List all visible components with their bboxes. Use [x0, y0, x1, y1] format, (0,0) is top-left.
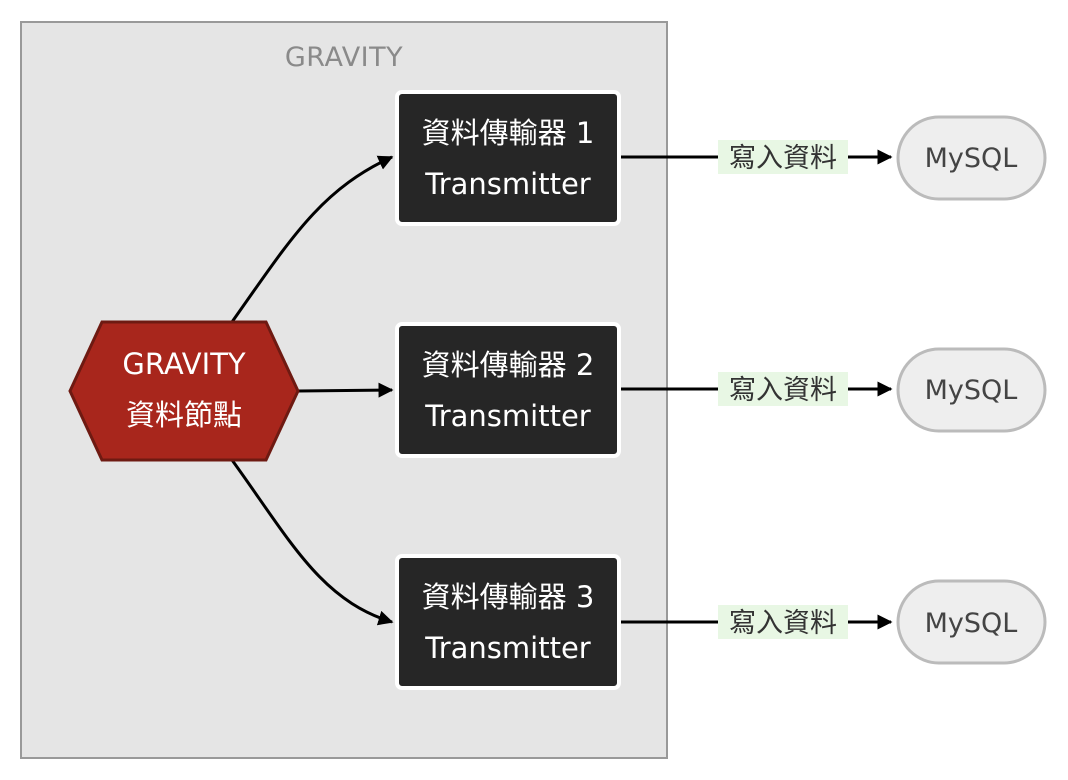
mysql-node-1[interactable]: MySQL — [896, 115, 1047, 201]
transmitter-node-2-subtitle: Transmitter — [424, 399, 591, 433]
edge-source-to-transmitter-2 — [297, 382, 394, 398]
edge-label-1: 寫入資料 — [718, 140, 848, 174]
source-node-shape — [68, 320, 300, 462]
transmitter-node-3-subtitle: Transmitter — [424, 631, 591, 665]
transmitter-node-3-box — [395, 554, 621, 690]
mysql-node-3[interactable]: MySQL — [896, 579, 1047, 665]
gravity-cluster-label: GRAVITY — [285, 42, 403, 73]
transmitter-node-1-subtitle: Transmitter — [424, 167, 591, 201]
mysql-node-2-shape — [896, 347, 1047, 433]
transmitter-node-2-title: 資料傳輸器 2 — [422, 348, 595, 382]
mysql-node-1-shape — [896, 115, 1047, 201]
mysql-node-3-shape — [896, 579, 1047, 665]
source-node-subtitle: 資料節點 — [126, 398, 242, 432]
mysql-node-2[interactable]: MySQL — [896, 347, 1047, 433]
edge-source-to-transmitter-3 — [230, 459, 394, 626]
transmitter-node-1[interactable]: 資料傳輸器 1 Transmitter — [395, 90, 621, 226]
edge-label-2-text: 寫入資料 — [729, 375, 837, 406]
mysql-node-2-label: MySQL — [925, 375, 1018, 406]
edge-label-3-bg — [718, 605, 848, 639]
source-node-title: GRAVITY — [122, 347, 246, 381]
edge-label-1-text: 寫入資料 — [729, 143, 837, 174]
source-node-gravity[interactable]: GRAVITY 資料節點 — [68, 320, 300, 462]
source-edges — [230, 155, 394, 626]
edge-label-3-text: 寫入資料 — [729, 608, 837, 639]
transmitter-node-1-box — [395, 90, 621, 226]
edge-label-1-bg — [718, 140, 848, 174]
mysql-node-3-label: MySQL — [925, 608, 1018, 639]
transmitter-node-1-title: 資料傳輸器 1 — [422, 116, 595, 150]
edge-label-2-bg — [718, 372, 848, 406]
edge-label-3: 寫入資料 — [718, 605, 848, 639]
edge-source-to-transmitter-1 — [230, 155, 394, 323]
edge-label-2: 寫入資料 — [718, 372, 848, 406]
transmitter-node-3[interactable]: 資料傳輸器 3 Transmitter — [395, 554, 621, 690]
transmitter-node-2[interactable]: 資料傳輸器 2 Transmitter — [395, 322, 621, 458]
transmitter-node-3-title: 資料傳輸器 3 — [422, 580, 595, 614]
mysql-node-1-label: MySQL — [925, 143, 1018, 174]
transmitter-node-2-box — [395, 322, 621, 458]
